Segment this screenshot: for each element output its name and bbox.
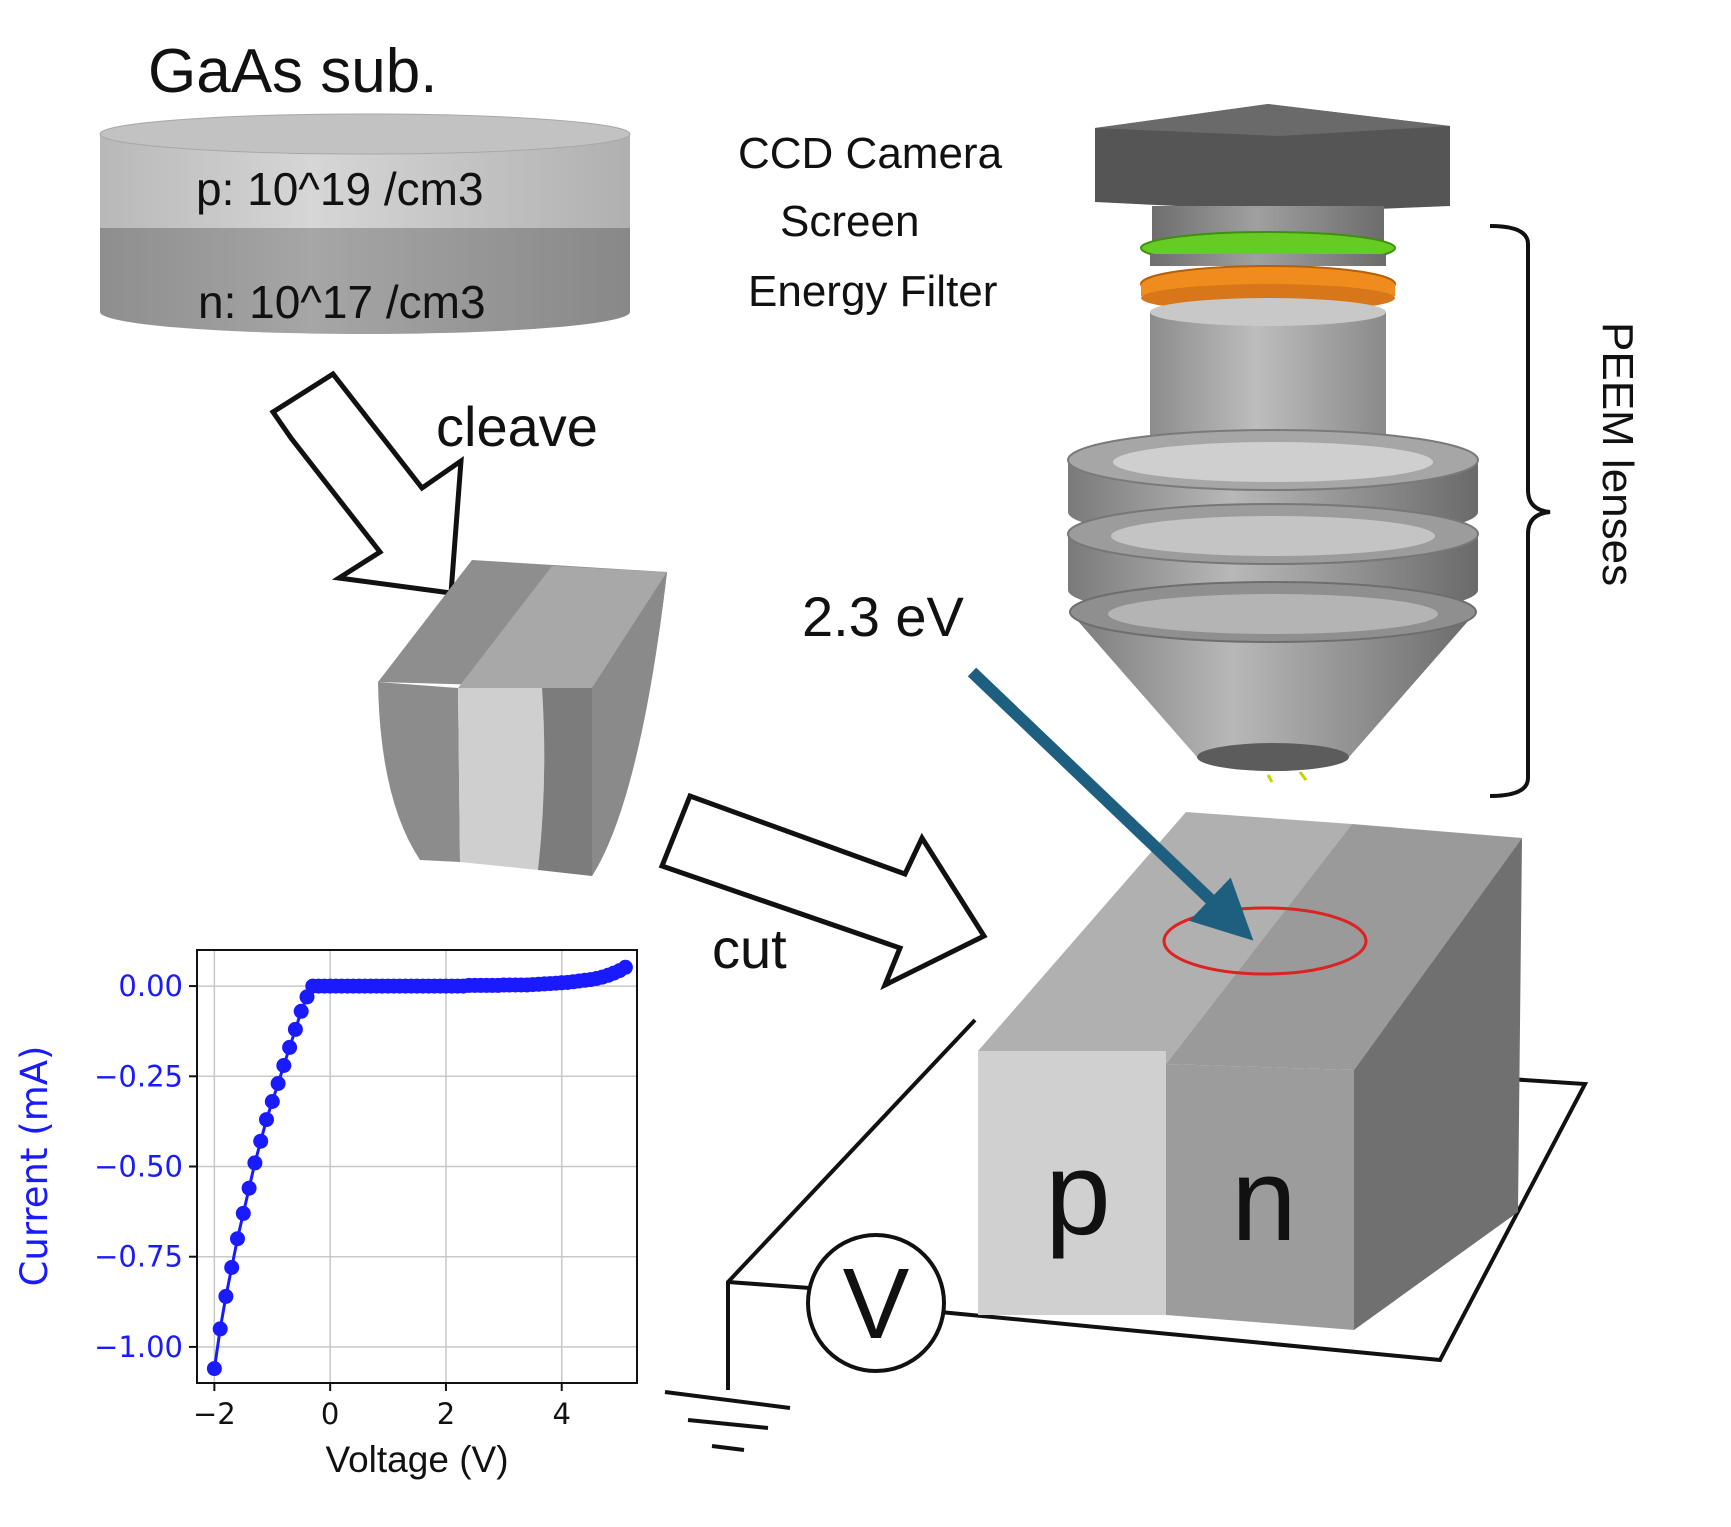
objective-cone [1070, 612, 1476, 772]
peem-lenses-bracket [1489, 224, 1551, 798]
iv-data-point [282, 1039, 298, 1055]
cut-arrow: cut [658, 792, 988, 991]
peem-lenses-label: PEEM lenses [1593, 322, 1642, 586]
light-beam [967, 667, 1254, 941]
block-front-p [978, 1051, 1166, 1315]
x-tick-label: 2 [437, 1397, 455, 1431]
iv-series-line [212, 965, 627, 1369]
energy-filter-label: Energy Filter [748, 267, 997, 316]
y-tick-label: −0.50 [94, 1150, 183, 1184]
chart-grid [197, 950, 637, 1383]
iv-data-point [293, 1003, 309, 1019]
iv-data-point [259, 1112, 274, 1128]
n-region-label: n [1231, 1134, 1297, 1266]
peem-column [1067, 104, 1479, 783]
ccd-camera-label: CCD Camera [738, 129, 1003, 178]
x-tick-label: 4 [553, 1397, 571, 1431]
photon-energy-label: 2.3 eV [802, 585, 965, 648]
iv-data-point [247, 1155, 263, 1171]
voltmeter: V [806, 1233, 946, 1373]
block-front-n [1166, 1064, 1354, 1330]
cleave-label: cleave [436, 395, 598, 458]
iv-data-point [241, 1180, 257, 1196]
x-tick-label: −2 [193, 1397, 236, 1431]
substrate-top [99, 113, 631, 155]
substrate-title: GaAs sub. [148, 37, 437, 106]
chart-points [206, 959, 633, 1377]
iv-data-point [287, 1021, 303, 1037]
y-axis-label: Current (mA) [13, 1046, 56, 1287]
iv-data-point [264, 1094, 280, 1109]
iv-chart: −2 0 2 4 0.00 −0.25 −0.50 −0.75 −1.00 Voltage (V… [13, 949, 638, 1480]
x-tick-label: 0 [321, 1397, 339, 1431]
n-layer-label: n: 10^17 /cm3 [198, 276, 486, 328]
voltmeter-label: V [843, 1248, 910, 1360]
iv-data-point [212, 1321, 228, 1337]
x-axis-label: Voltage (V) [325, 1439, 508, 1480]
block-side [1354, 838, 1522, 1330]
cleave-arrow: cleave [269, 370, 598, 596]
cleaved-piece [378, 560, 667, 876]
iv-data-point [276, 1058, 292, 1073]
p-layer-label: p: 10^19 /cm3 [196, 163, 484, 215]
y-tick-label: 0.00 [118, 969, 183, 1003]
p-region-label: p [1045, 1128, 1111, 1260]
probe-spot-circle [1162, 906, 1368, 976]
iv-data-point [235, 1205, 251, 1221]
iv-data-point [617, 959, 633, 975]
iv-data-point [230, 1231, 245, 1247]
screen-label: Screen [780, 197, 919, 246]
block-top-n [1166, 824, 1522, 1070]
iv-data-point [224, 1260, 240, 1275]
gaas-substrate: GaAs sub. p: 10^19 /cm3 n: 10^17 /cm3 [99, 37, 631, 334]
y-tick-label: −1.00 [94, 1330, 183, 1364]
y-tick-label: −0.75 [94, 1240, 183, 1274]
pn-junction-block: p n [978, 812, 1522, 1330]
iv-data-point [253, 1133, 269, 1149]
y-tick-label: −0.25 [94, 1059, 183, 1093]
iv-data-point [206, 1361, 222, 1377]
cut-label: cut [712, 917, 787, 980]
substrate-n-layer [100, 228, 630, 334]
iv-data-point [218, 1288, 234, 1304]
iv-data-point [270, 1076, 286, 1091]
chart-ticks: −2 0 2 4 0.00 −0.25 −0.50 −0.75 −1.00 [94, 969, 571, 1431]
